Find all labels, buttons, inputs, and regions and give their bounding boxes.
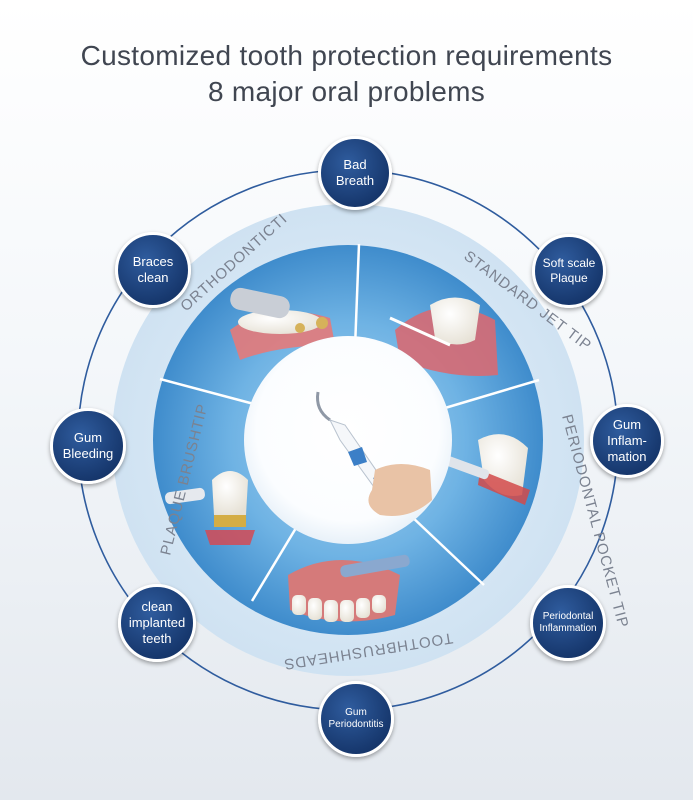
problem-braces-clean: Braces clean bbox=[115, 232, 191, 308]
problem-bad-breath: Bad Breath bbox=[318, 136, 392, 210]
periodontal-photo bbox=[440, 434, 530, 505]
toothbrush-photo bbox=[288, 554, 410, 622]
problem-gum-periodontitis: Gum Periodontitis bbox=[318, 681, 394, 757]
page-subtitle: 8 major oral problems bbox=[207, 76, 486, 107]
problem-clean-implanted-teeth: clean implanted teeth bbox=[118, 584, 196, 662]
problem-periodontal-inflammation: Periodontal Inflammation bbox=[530, 585, 606, 661]
page-title: Customized tooth protection requirements bbox=[80, 40, 613, 71]
problem-gum-inflammation: Gum Inflam- mation bbox=[590, 404, 664, 478]
orthodontic-photo bbox=[230, 287, 335, 360]
problem-soft-scale-plaque: Soft scale Plaque bbox=[532, 234, 606, 308]
water-flosser-illustration bbox=[316, 391, 432, 516]
plaque-brush-photo bbox=[165, 471, 255, 545]
sector-dividers bbox=[159, 243, 540, 602]
standard-jet-photo bbox=[389, 297, 498, 376]
problem-gum-bleeding: Gum Bleeding bbox=[50, 408, 126, 484]
